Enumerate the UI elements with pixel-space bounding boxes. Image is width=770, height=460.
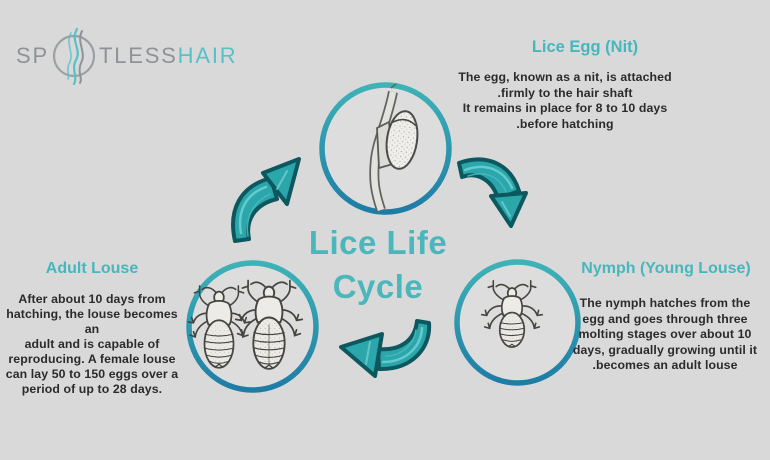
adult-stage-title: Adult Louse	[45, 260, 139, 277]
logo: SP TLESS HAIR	[16, 27, 238, 85]
arrow-nymph-to-adult-icon	[339, 319, 432, 378]
adult-stage-description: After about 10 days from hatching, the l…	[5, 292, 179, 396]
nymph-stage-title: Nymph (Young Louse)	[581, 260, 751, 277]
nymph-stage-description: The nymph hatches from the egg and goes …	[572, 296, 758, 372]
nymph-louse-illustration	[480, 280, 544, 348]
logo-text-hair: HAIR	[177, 43, 238, 68]
nymph-stage-circle	[454, 259, 581, 386]
logo-text-tless: TLESS	[98, 43, 178, 68]
main-title: Lice Life Cycle	[288, 221, 468, 309]
hair-strand-circle-icon	[52, 27, 96, 85]
main-title-line2: Cycle	[332, 268, 424, 305]
adult-stage-circle	[186, 260, 319, 393]
logo-text-sp: SP	[16, 43, 49, 68]
egg-stage-description: The egg, known as a nit, is attached .fi…	[458, 70, 672, 131]
arrow-adult-to-egg-icon	[231, 157, 301, 243]
nit-on-hair-shaft-illustration	[369, 83, 419, 212]
two-adult-lice-illustration	[187, 279, 304, 370]
main-title-line1: Lice Life	[308, 224, 448, 261]
arrow-egg-to-nymph-icon	[457, 157, 528, 228]
egg-stage-circle	[319, 82, 452, 215]
egg-stage-title: Lice Egg (Nit)	[531, 38, 639, 56]
